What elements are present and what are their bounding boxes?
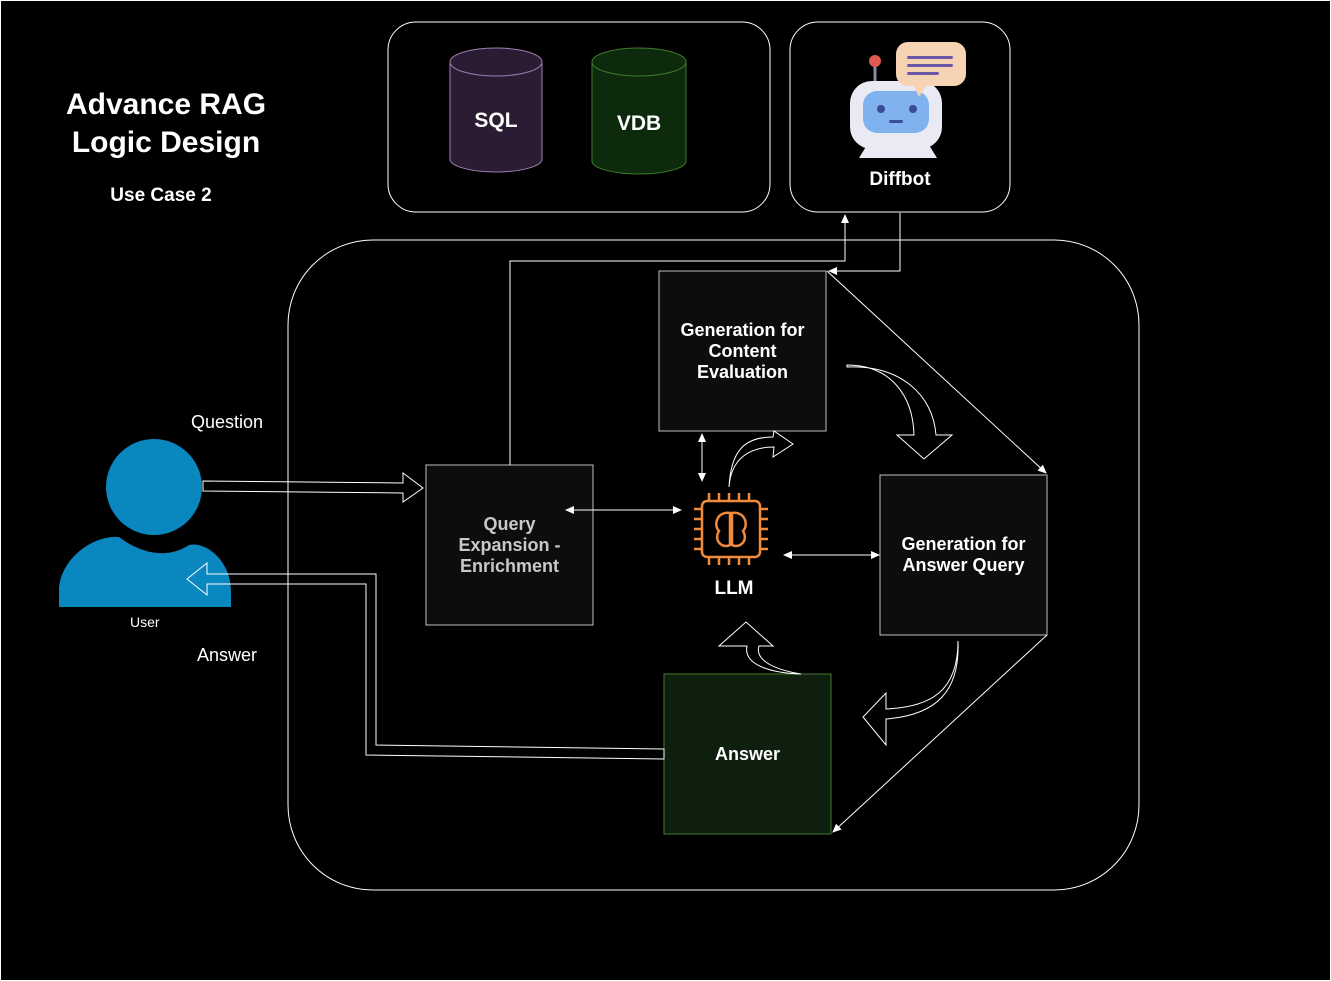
sql-database-icon xyxy=(449,47,543,173)
answer-return-arrow xyxy=(186,561,665,760)
aq-answer-curved-arrow xyxy=(862,640,959,747)
ce-line-3: Evaluation xyxy=(696,361,789,382)
qe-line-2: Expansion - xyxy=(458,534,561,555)
question-label: Question xyxy=(191,412,264,432)
answer-box xyxy=(663,673,832,835)
ce-aq-curved-arrow xyxy=(846,364,954,460)
qe-line-1: Query xyxy=(483,513,536,534)
answer-query-label: Generation for Answer Query xyxy=(880,475,1047,635)
diagram-title: Advance RAG Logic Design xyxy=(41,86,291,162)
ce-aq-diagonal xyxy=(826,270,1047,474)
qe-line-3: Enrichment xyxy=(459,555,560,576)
query-expansion-box xyxy=(425,464,594,626)
pipeline-container xyxy=(287,239,1140,891)
ce-line-1: Generation for xyxy=(680,319,805,340)
qe-diffbot-connector xyxy=(509,214,849,465)
question-arrow xyxy=(202,472,424,503)
query-expansion-label: Query Expansion - Enrichment xyxy=(426,465,593,625)
title-line-2: Logic Design xyxy=(71,126,261,159)
aq-line-2: Answer Query xyxy=(902,555,1025,575)
robot-icon xyxy=(850,55,942,158)
content-eval-label: Generation for Content Evaluation xyxy=(659,271,826,431)
llm-ce-curved-arrow xyxy=(728,430,794,488)
sql-label: SQL xyxy=(474,109,518,132)
title-line-1: Advance RAG xyxy=(65,88,267,121)
answer-llm-curved-arrow xyxy=(717,621,802,675)
diagram-subtitle: Use Case 2 xyxy=(110,185,212,206)
diffbot-container xyxy=(789,21,1011,213)
datastore-container xyxy=(387,21,771,213)
ce-line-2: Content xyxy=(708,340,777,361)
llm-label: LLM xyxy=(714,578,754,599)
answer-query-box xyxy=(879,474,1048,636)
aq-line-1: Generation for xyxy=(901,534,1026,554)
content-eval-box xyxy=(658,270,827,432)
llm-chip-icon xyxy=(694,493,768,565)
answer-label: Answer xyxy=(197,645,258,665)
answer-node-label: Answer xyxy=(714,743,781,764)
diffbot-label: Diffbot xyxy=(869,169,931,190)
vdb-database-icon xyxy=(591,47,687,175)
aq-answer-diagonal xyxy=(832,634,1048,833)
user-icon xyxy=(59,439,231,607)
user-label: User xyxy=(130,614,160,630)
vdb-label: VDB xyxy=(616,112,662,135)
diffbot-ce-connector xyxy=(828,213,901,275)
speech-bubble-icon xyxy=(896,42,966,97)
